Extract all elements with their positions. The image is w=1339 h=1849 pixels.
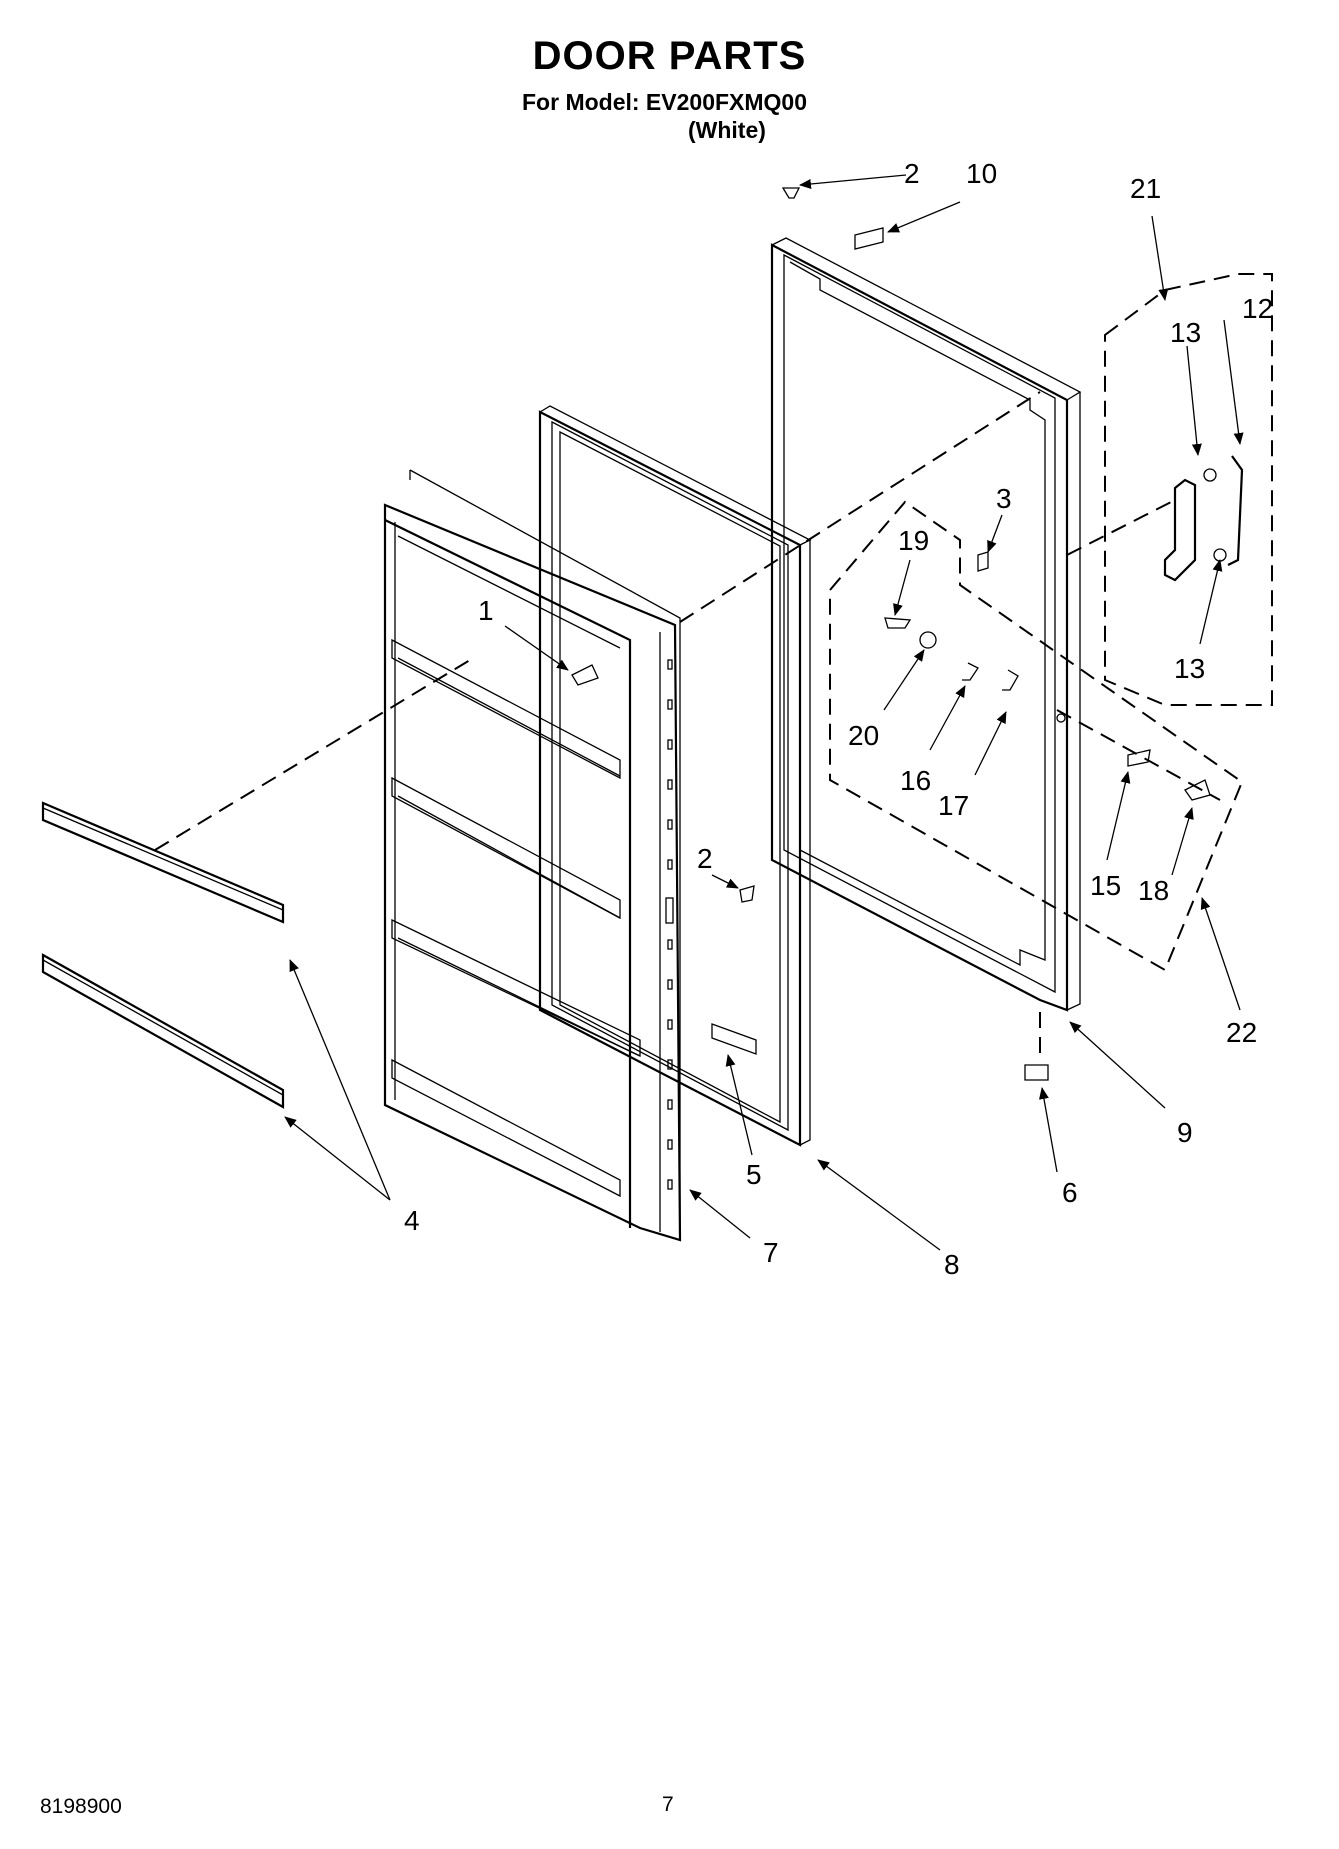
- callout-5: 5: [746, 1159, 762, 1190]
- leader-arrows: [284, 174, 1244, 1251]
- callout-2-top: 2: [904, 158, 920, 189]
- callout-4: 4: [404, 1205, 420, 1236]
- callout-10: 10: [966, 158, 997, 189]
- color-variant: (White): [688, 117, 766, 143]
- callout-1: 1: [478, 595, 494, 626]
- callout-2-mid: 2: [697, 843, 713, 874]
- callout-6: 6: [1062, 1177, 1078, 1208]
- callout-13-bottom: 13: [1174, 653, 1205, 684]
- callout-20: 20: [848, 720, 879, 751]
- model-subtitle: For Model: EV200FXMQ00: [522, 89, 808, 115]
- callout-13-top: 13: [1170, 317, 1201, 348]
- page-number: 7: [662, 1793, 674, 1816]
- alignment-lines: [154, 273, 1273, 1060]
- callout-9: 9: [1177, 1117, 1193, 1148]
- outer-door-panel: [770, 237, 1082, 1012]
- document-number: 8198900: [40, 1795, 122, 1818]
- page-title: DOOR PARTS: [532, 34, 807, 78]
- callout-3: 3: [996, 483, 1012, 514]
- callout-12: 12: [1242, 293, 1273, 324]
- callout-16: 16: [900, 765, 931, 796]
- inner-door-liner: [383, 469, 682, 1242]
- callout-22: 22: [1226, 1017, 1257, 1048]
- callout-21: 21: [1130, 173, 1161, 204]
- callout-7: 7: [763, 1237, 779, 1268]
- callout-19: 19: [898, 525, 929, 556]
- door-shelf-bars: [41, 801, 285, 1109]
- callout-17: 17: [938, 790, 969, 821]
- callout-labels: 1 2 2 3 4 5 6 7 8 9 10 12 13 13 15 16 17…: [404, 158, 1273, 1280]
- small-hardware: [571, 187, 1211, 1081]
- callout-15: 15: [1090, 870, 1121, 901]
- callout-18: 18: [1138, 875, 1169, 906]
- door-hinge: [1163, 455, 1244, 582]
- callout-8: 8: [944, 1249, 960, 1280]
- door-gasket: [538, 405, 812, 1147]
